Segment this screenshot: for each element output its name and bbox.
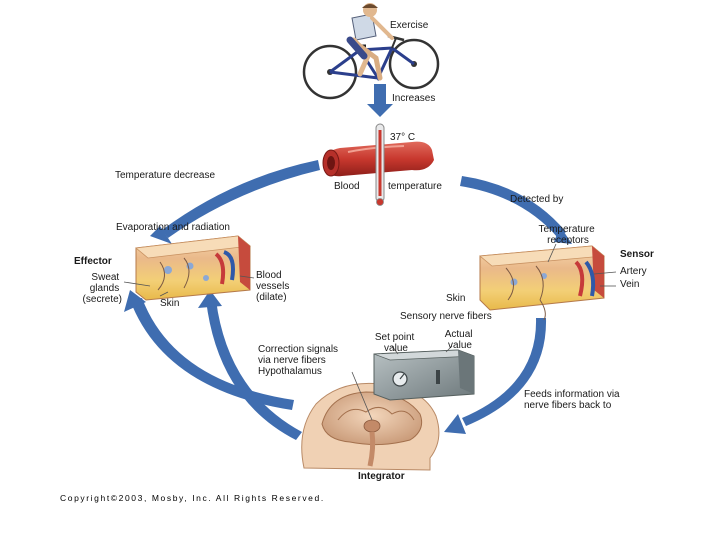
sensor-skin-label: Skin (446, 293, 465, 304)
sensor-skin-image (479, 243, 617, 321)
thermostat-box (373, 345, 475, 401)
evaporation-label: Evaporation and radiation (116, 222, 230, 233)
effector-skin-image (135, 235, 251, 301)
copyright-notice: Copyright©2003, Mosby, Inc. All Rights R… (60, 493, 325, 503)
correction-signals-label: Correction signals via nerve fibers Hypo… (258, 344, 341, 377)
detected-by-label: Detected by (510, 194, 563, 205)
cyclist-icon (302, 3, 440, 100)
temperature-decrease-label: Temperature decrease (115, 170, 215, 181)
effector-skin-label: Skin (160, 298, 179, 309)
sensor-title: Sensor (620, 249, 654, 260)
blood-vessels-label: Blood vessels (dilate) (256, 270, 292, 303)
actual-value-label: Actual value (445, 329, 476, 351)
sensory-nerve-label: Sensory nerve fibers (400, 311, 492, 322)
increase-arrow (367, 84, 393, 117)
temperature-label: temperature (388, 181, 442, 192)
effector-title: Effector (74, 256, 112, 267)
blood-label: Blood (334, 181, 360, 192)
temperature-receptors-label: Temperature receptors (539, 224, 598, 246)
feeds-information-label: Feeds information via nerve fibers back … (524, 389, 622, 411)
artery-label: Artery (620, 266, 647, 277)
vein-label: Vein (620, 279, 639, 290)
set-temperature-label: 37° C (390, 132, 415, 143)
leader-lines (123, 275, 255, 297)
head-brain-image (301, 371, 440, 471)
sweat-glands-label: Sweat glands (secrete) (83, 272, 122, 305)
thermometer-icon (375, 123, 385, 206)
integrator-title: Integrator (358, 471, 405, 482)
increases-label: Increases (392, 93, 435, 104)
set-point-label: Set point value (375, 332, 417, 354)
exercise-label: Exercise (390, 20, 429, 31)
indicator-icon (436, 370, 440, 384)
loop-arrows (124, 160, 572, 440)
